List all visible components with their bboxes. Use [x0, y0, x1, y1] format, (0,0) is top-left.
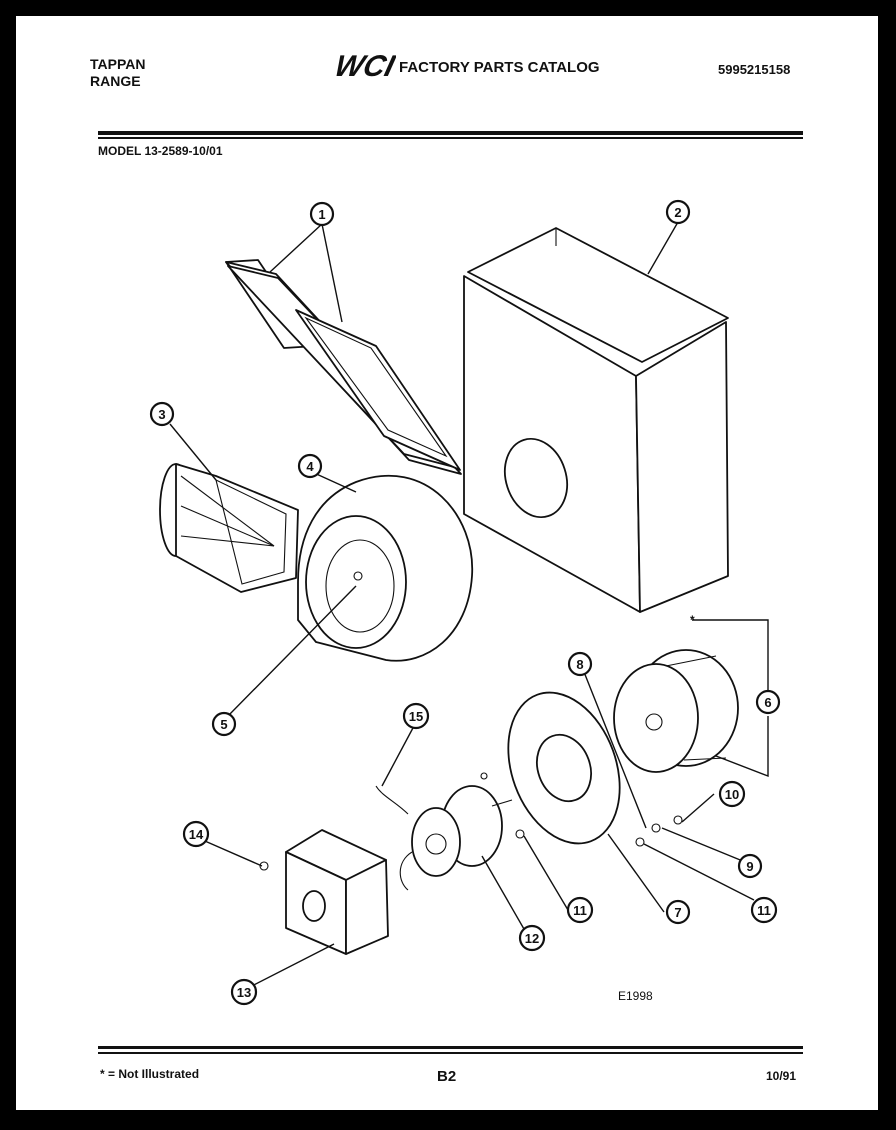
callout-2: 2 [665, 199, 691, 225]
callout-4: 4 [297, 453, 323, 479]
not-illustrated-marker: * [690, 613, 695, 627]
svg-text:4: 4 [306, 459, 314, 474]
catalog-part-number: 5995215158 [718, 62, 791, 77]
svg-text:1: 1 [318, 207, 325, 222]
svg-text:15: 15 [409, 709, 423, 724]
callout-15: 15 [402, 702, 430, 730]
callout-1: 1 [309, 201, 335, 227]
callout-11a: 11 [566, 896, 594, 924]
model-number: MODEL 13-2589-10/01 [98, 144, 223, 158]
svg-text:3: 3 [158, 407, 165, 422]
brand-line-1: TAPPAN [90, 56, 146, 72]
header-rule-thin [98, 137, 803, 139]
catalog-title: FACTORY PARTS CATALOG [399, 59, 600, 76]
damper-adapter-part [159, 463, 299, 593]
diagram-code: E1998 [618, 989, 653, 1003]
svg-text:14: 14 [189, 827, 204, 842]
footer-rule-thick [98, 1046, 803, 1049]
callout-9: 9 [737, 853, 763, 879]
callout-12: 12 [518, 924, 546, 952]
callout-5: 5 [211, 711, 237, 737]
brand-line-2: RANGE [90, 73, 141, 89]
logo-text: WCI [331, 49, 396, 82]
callout-13: 13 [230, 978, 258, 1006]
page-number: B2 [437, 1068, 457, 1085]
svg-text:6: 6 [764, 695, 771, 710]
leader-lines [169, 221, 769, 991]
exploded-parts-diagram: 1 2 3 4 5 6 7 8 9 10 11 [149, 199, 781, 1006]
mounting-ring-part [507, 691, 621, 845]
header-rule-thick [98, 131, 803, 135]
blower-motor-part [375, 785, 513, 891]
svg-text:5: 5 [220, 717, 227, 732]
callout-14: 14 [182, 820, 210, 848]
footnote-not-illustrated: * = Not Illustrated [100, 1067, 200, 1081]
blower-wheel-part [613, 649, 739, 773]
blower-scroll-housing-part [297, 475, 473, 662]
svg-text:11: 11 [573, 903, 587, 918]
brand-label: TAPPAN RANGE [90, 56, 145, 90]
svg-text:12: 12 [525, 931, 539, 946]
terminal-box-part [285, 829, 389, 955]
callout-10: 10 [718, 780, 746, 808]
svg-text:8: 8 [576, 657, 583, 672]
blower-housing-box-part [463, 227, 729, 613]
wci-logo: WCI [331, 49, 396, 82]
callout-11b: 11 [750, 896, 778, 924]
callout-3: 3 [149, 401, 175, 427]
catalog-date: 10/91 [766, 1069, 797, 1083]
hardware-parts [259, 772, 683, 871]
svg-text:9: 9 [746, 859, 753, 874]
access-panel-part [225, 259, 462, 475]
svg-text:13: 13 [237, 985, 251, 1000]
callout-7: 7 [665, 899, 691, 925]
svg-text:10: 10 [725, 787, 739, 802]
svg-text:2: 2 [674, 205, 681, 220]
svg-text:7: 7 [674, 905, 681, 920]
parts-catalog-page: TAPPAN RANGE WCI FACTORY PARTS CATALOG 5… [16, 16, 878, 1110]
callout-8: 8 [567, 651, 593, 677]
svg-text:11: 11 [757, 903, 771, 918]
callout-6: 6 [755, 689, 781, 715]
footer-rule-thin [98, 1052, 803, 1054]
